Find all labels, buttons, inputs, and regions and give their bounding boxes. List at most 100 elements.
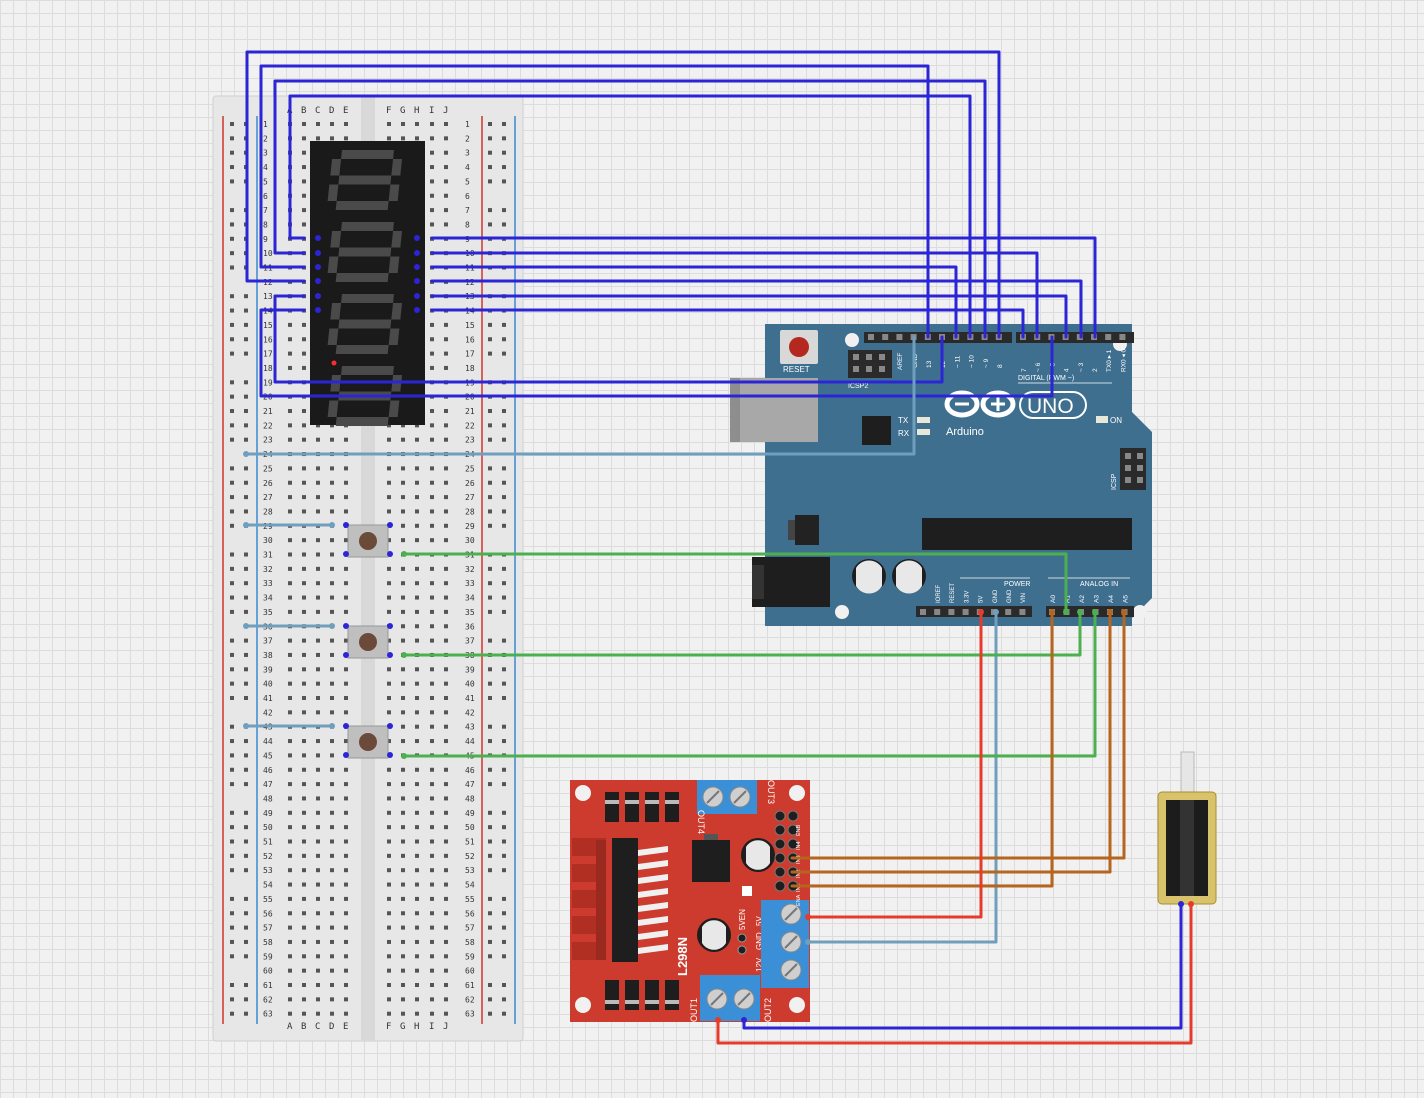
- breadboard-hole[interactable]: [444, 179, 448, 184]
- rail-hole[interactable]: [244, 753, 248, 758]
- breadboard-hole[interactable]: [444, 939, 448, 944]
- wire-endpoint[interactable]: [1107, 609, 1113, 615]
- rail-hole[interactable]: [488, 136, 492, 141]
- rail-hole[interactable]: [244, 495, 248, 500]
- display-pin[interactable]: [315, 250, 321, 256]
- breadboard-hole[interactable]: [302, 853, 306, 858]
- breadboard-hole[interactable]: [302, 825, 306, 830]
- driver-input-pin[interactable]: [774, 852, 786, 864]
- wire-gnd[interactable]: [806, 610, 998, 944]
- rail-hole[interactable]: [502, 853, 506, 858]
- breadboard-hole[interactable]: [344, 739, 348, 744]
- breadboard-hole[interactable]: [288, 868, 292, 873]
- breadboard-hole[interactable]: [302, 136, 306, 141]
- breadboard-hole[interactable]: [415, 538, 419, 543]
- breadboard-hole[interactable]: [288, 796, 292, 801]
- rail-hole[interactable]: [230, 983, 234, 987]
- breadboard-hole[interactable]: [415, 724, 419, 729]
- breadboard-hole[interactable]: [430, 767, 434, 772]
- breadboard-hole[interactable]: [288, 954, 292, 959]
- breadboard-hole[interactable]: [444, 896, 448, 901]
- rail-hole[interactable]: [230, 595, 234, 600]
- breadboard-hole[interactable]: [430, 810, 434, 815]
- breadboard-hole[interactable]: [302, 509, 306, 514]
- breadboard-hole[interactable]: [430, 365, 434, 370]
- breadboard-hole[interactable]: [344, 595, 348, 600]
- breadboard-hole[interactable]: [344, 767, 348, 772]
- breadboard-hole[interactable]: [288, 351, 292, 356]
- breadboard-hole[interactable]: [302, 538, 306, 543]
- rail-hole[interactable]: [488, 351, 492, 356]
- rail-hole[interactable]: [244, 839, 248, 844]
- breadboard-hole[interactable]: [302, 208, 306, 213]
- rail-hole[interactable]: [244, 954, 248, 959]
- breadboard-hole[interactable]: [415, 954, 419, 959]
- rail-hole[interactable]: [244, 609, 248, 614]
- breadboard-hole[interactable]: [444, 423, 448, 428]
- rail-hole[interactable]: [488, 853, 492, 858]
- rail-hole[interactable]: [230, 810, 234, 815]
- breadboard-hole[interactable]: [401, 839, 405, 844]
- breadboard-hole[interactable]: [401, 681, 405, 686]
- breadboard-hole[interactable]: [316, 925, 320, 930]
- breadboard-hole[interactable]: [302, 466, 306, 471]
- breadboard-hole[interactable]: [302, 337, 306, 342]
- breadboard-hole[interactable]: [415, 925, 419, 930]
- breadboard-hole[interactable]: [401, 782, 405, 787]
- rail-hole[interactable]: [502, 466, 506, 471]
- breadboard-hole[interactable]: [330, 983, 334, 987]
- breadboard-hole[interactable]: [444, 337, 448, 342]
- breadboard-hole[interactable]: [387, 581, 391, 586]
- breadboard-hole[interactable]: [302, 480, 306, 485]
- rail-hole[interactable]: [488, 868, 492, 873]
- breadboard-hole[interactable]: [444, 136, 448, 141]
- breadboard-hole[interactable]: [330, 868, 334, 873]
- rail-hole[interactable]: [502, 997, 506, 1002]
- rail-hole[interactable]: [244, 294, 248, 299]
- wire-red[interactable]: [716, 902, 1193, 1045]
- rail-hole[interactable]: [502, 810, 506, 815]
- breadboard-hole[interactable]: [344, 681, 348, 686]
- breadboard-hole[interactable]: [401, 638, 405, 643]
- breadboard-hole[interactable]: [330, 667, 334, 672]
- rail-hole[interactable]: [502, 208, 506, 213]
- breadboard-hole[interactable]: [387, 509, 391, 514]
- breadboard-hole[interactable]: [387, 939, 391, 944]
- breadboard-hole[interactable]: [430, 911, 434, 916]
- breadboard-hole[interactable]: [430, 150, 434, 155]
- rail-hole[interactable]: [502, 839, 506, 844]
- breadboard-hole[interactable]: [330, 581, 334, 586]
- rail-hole[interactable]: [230, 308, 234, 313]
- rail-hole[interactable]: [488, 409, 492, 413]
- breadboard-hole[interactable]: [444, 595, 448, 600]
- wire-red[interactable]: [806, 610, 983, 919]
- breadboard-hole[interactable]: [330, 509, 334, 514]
- breadboard-hole[interactable]: [316, 566, 320, 571]
- breadboard-hole[interactable]: [302, 739, 306, 744]
- breadboard-hole[interactable]: [415, 696, 419, 700]
- rail-hole[interactable]: [230, 753, 234, 758]
- wire-blue[interactable]: [430, 279, 1083, 339]
- breadboard-hole[interactable]: [444, 495, 448, 500]
- breadboard-hole[interactable]: [415, 681, 419, 686]
- breadboard-hole[interactable]: [415, 939, 419, 944]
- breadboard-hole[interactable]: [401, 523, 405, 528]
- rail-hole[interactable]: [502, 523, 506, 528]
- breadboard-hole[interactable]: [401, 968, 405, 973]
- breadboard-hole[interactable]: [444, 954, 448, 959]
- rail-hole[interactable]: [230, 638, 234, 643]
- rail-hole[interactable]: [488, 782, 492, 787]
- breadboard-hole[interactable]: [430, 997, 434, 1002]
- rail-hole[interactable]: [230, 222, 234, 227]
- breadboard-hole[interactable]: [288, 595, 292, 600]
- header-pin[interactable]: [962, 609, 969, 615]
- wire-endpoint[interactable]: [329, 723, 335, 729]
- breadboard-hole[interactable]: [316, 552, 320, 557]
- breadboard-hole[interactable]: [344, 667, 348, 672]
- breadboard-hole[interactable]: [316, 1011, 320, 1016]
- rail-hole[interactable]: [502, 896, 506, 901]
- rail-hole[interactable]: [502, 983, 506, 987]
- rail-hole[interactable]: [488, 724, 492, 729]
- rail-hole[interactable]: [502, 222, 506, 227]
- rail-hole[interactable]: [244, 437, 248, 442]
